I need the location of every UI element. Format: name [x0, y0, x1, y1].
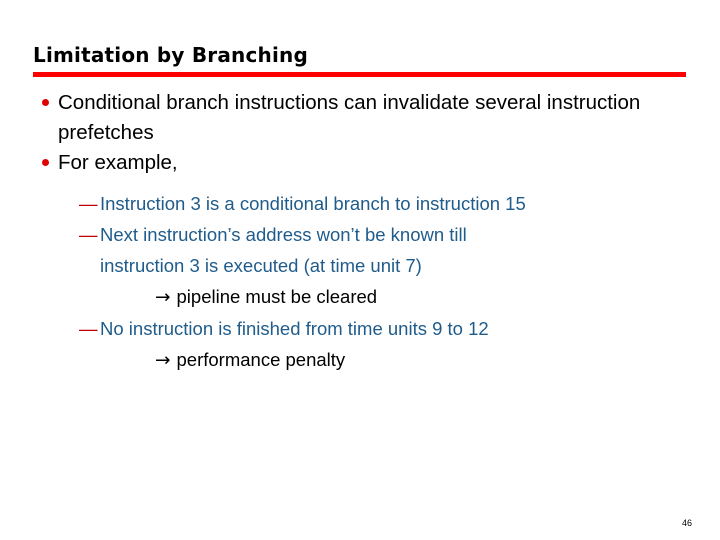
em-dash-icon: — [79, 318, 98, 339]
title-underline-rule [33, 72, 686, 77]
bullet-dot-icon [42, 99, 49, 106]
sub-list-item-label: Next instruction’s address won’t be know… [100, 224, 467, 245]
slide-header: Limitation by Branching [33, 42, 687, 77]
sub-list-item: — Instruction 3 is a conditional branch … [0, 188, 720, 219]
sub-list-item-label: Instruction 3 is a conditional branch to… [100, 193, 526, 214]
list-item: For example, [0, 148, 720, 178]
arrow-note: →pipeline must be cleared [0, 281, 720, 313]
page-title: Limitation by Branching [33, 43, 308, 67]
list-item: Conditional branch instructions can inva… [0, 88, 720, 148]
page-number: 46 [681, 518, 692, 528]
bullet-dot-icon [42, 159, 49, 166]
arrow-note-label: performance penalty [176, 349, 346, 370]
list-item-label: Conditional branch instructions can inva… [58, 91, 641, 144]
em-dash-icon: — [79, 193, 98, 214]
spacer [0, 178, 720, 188]
em-dash-icon: — [79, 224, 98, 245]
slide-body: Conditional branch instructions can inva… [0, 88, 720, 376]
sub-list-item: — No instruction is finished from time u… [0, 313, 720, 344]
arrow-note: →performance penalty [0, 344, 720, 376]
right-arrow-icon: → [155, 287, 171, 308]
right-arrow-icon: → [155, 350, 171, 371]
sub-list-item: — Next instruction’s address won’t be kn… [0, 219, 720, 281]
sub-list-item-continuation: instruction 3 is executed (at time unit … [100, 255, 422, 276]
arrow-note-label: pipeline must be cleared [176, 286, 378, 307]
list-item-label: For example, [58, 151, 178, 174]
sub-list-item-label: No instruction is finished from time uni… [100, 318, 489, 339]
